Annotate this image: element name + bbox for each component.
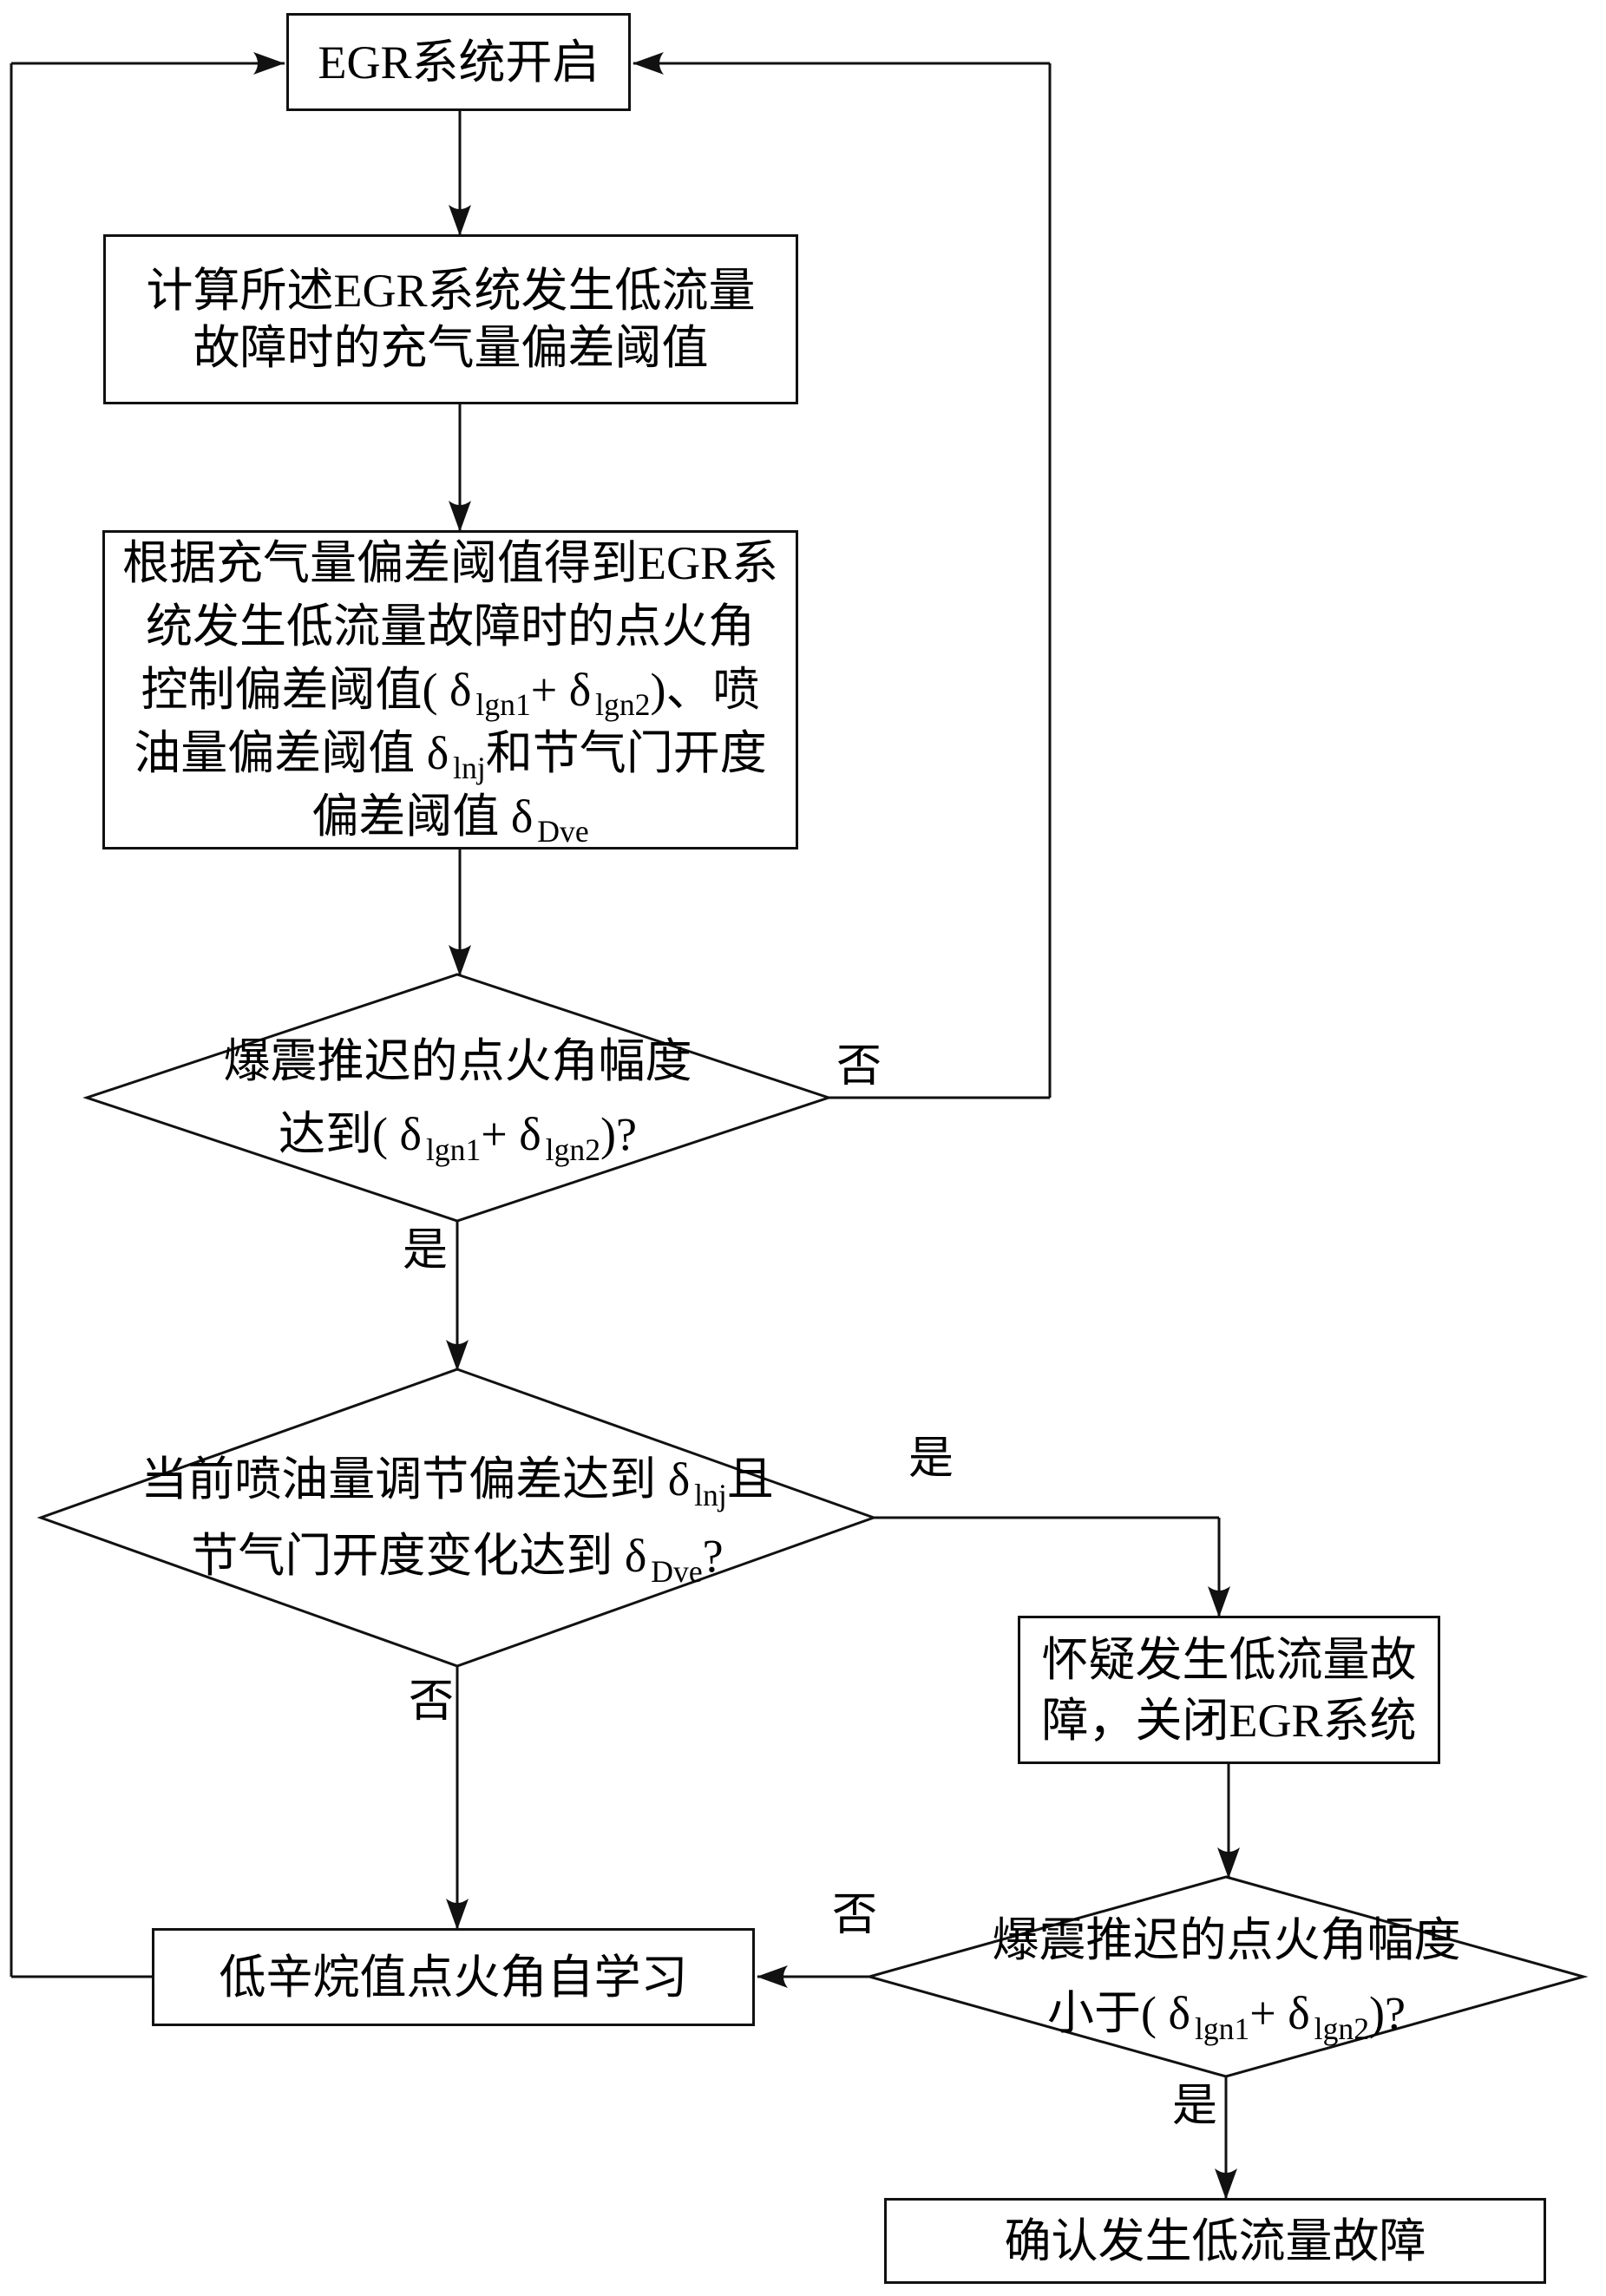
decision1-line: 爆震推迟的点火角幅度 bbox=[223, 1035, 692, 1087]
node-confirm-label: 确认发生低流量故障 bbox=[1004, 2214, 1426, 2267]
arrowhead-down-icon bbox=[449, 945, 471, 976]
node-self-learning-label: 低辛烷值点火角自学习 bbox=[219, 1951, 688, 2004]
node-suspect-line: 怀疑发生低流量故 bbox=[1041, 1633, 1417, 1686]
arrowhead-down-icon bbox=[1208, 1586, 1230, 1617]
arrowhead-down-icon bbox=[446, 1899, 469, 1930]
decision3-line: 爆震推迟的点火角幅度 bbox=[992, 1914, 1461, 1966]
node-suspect-fault: 怀疑发生低流量故 障，关闭EGR系统 bbox=[1018, 1616, 1440, 1764]
arrowhead-right-icon bbox=[253, 52, 285, 75]
arrowhead-down-icon bbox=[1217, 1847, 1240, 1879]
decision1-no-label: 否 bbox=[836, 1042, 882, 1092]
node-calc-line: 计算所述EGR系统发生低流量 bbox=[146, 265, 756, 317]
decision2-no-label: 否 bbox=[408, 1677, 454, 1727]
arrowhead-down-icon bbox=[1215, 2168, 1237, 2200]
node-calc-threshold: 计算所述EGR系统发生低流量 故障时的充气量偏差阈值 bbox=[103, 234, 798, 404]
arrowhead-left-icon bbox=[757, 1965, 788, 1988]
decision2-yes-label: 是 bbox=[908, 1434, 954, 1484]
node-calc-line: 故障时的充气量偏差阈值 bbox=[193, 322, 709, 374]
node-self-learning: 低辛烷值点火角自学习 bbox=[152, 1928, 755, 2026]
node-egr-start: EGR系统开启 bbox=[286, 13, 631, 111]
node-egr-start-label: EGR系统开启 bbox=[318, 36, 600, 89]
node-confirm-fault: 确认发生低流量故障 bbox=[884, 2198, 1546, 2284]
arrowhead-down-icon bbox=[449, 205, 471, 236]
arrowhead-left-icon bbox=[633, 52, 664, 75]
decision1-diamond bbox=[82, 973, 833, 1223]
decision3-no-label: 否 bbox=[831, 1891, 877, 1940]
arrowhead-down-icon bbox=[449, 501, 471, 532]
decision2-diamond bbox=[36, 1368, 878, 1668]
decision3-diamond bbox=[864, 1875, 1589, 2078]
node-suspect-line: 障，关闭EGR系统 bbox=[1041, 1694, 1417, 1747]
node-derive-line: 统发生低流量故障时的点火角 bbox=[146, 600, 755, 653]
node-derive-line: 根据充气量偏差阈值得到EGR系 bbox=[122, 536, 778, 589]
arrowhead-down-icon bbox=[446, 1340, 469, 1371]
decision3-yes-label: 是 bbox=[1171, 2082, 1217, 2131]
decision1-yes-label: 是 bbox=[402, 1226, 448, 1276]
